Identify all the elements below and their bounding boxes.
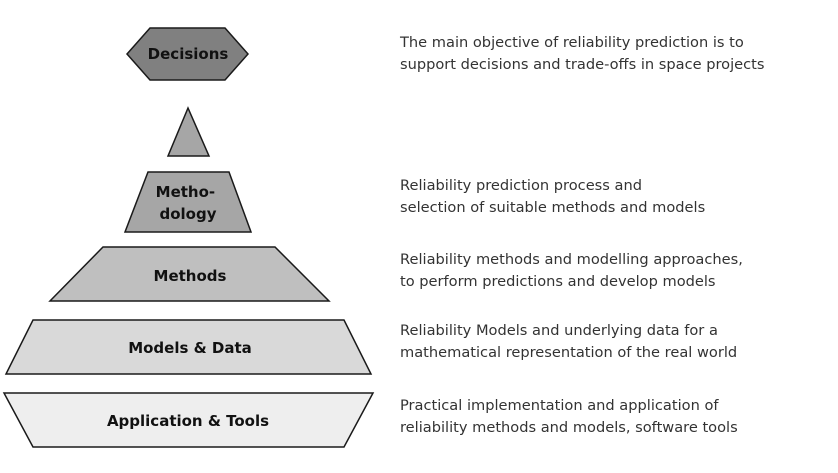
methods-trapezoid — [48, 246, 331, 302]
decisions-description: The main objective of reliability predic… — [400, 32, 832, 76]
models-data-trapezoid — [4, 319, 373, 375]
pyramid-apex-triangle — [166, 106, 211, 157]
models-data-description: Reliability Models and underlying data f… — [400, 320, 832, 364]
methodology-label-line-1: Metho- — [156, 183, 215, 201]
decisions-label: Decisions — [148, 45, 229, 63]
decisions-diamond — [125, 27, 250, 81]
application-tools-description-line-1: Practical implementation and application… — [400, 397, 719, 414]
methods-label: Methods — [154, 267, 227, 285]
methodology-label-line-2: dology — [159, 205, 216, 223]
decisions-description-line-1: The main objective of reliability predic… — [400, 34, 744, 51]
application-tools-description: Practical implementation and application… — [400, 395, 832, 439]
models-data-label: Models & Data — [128, 339, 252, 357]
methods-description-line-1: Reliability methods and modelling approa… — [400, 251, 743, 268]
application-tools-label: Application & Tools — [107, 412, 269, 430]
application-tools-trapezoid — [2, 392, 375, 448]
methods-description: Reliability methods and modelling approa… — [400, 249, 832, 293]
methodology-description: Reliability prediction process and selec… — [400, 175, 832, 219]
application-tools-description-line-2: reliability methods and models, software… — [400, 419, 738, 436]
methodology-description-line-2: selection of suitable methods and models — [400, 199, 706, 216]
models-data-description-line-2: mathematical representation of the real … — [400, 344, 738, 361]
decisions-description-line-2: support decisions and trade-offs in spac… — [400, 56, 765, 73]
methodology-label: Metho- dology — [156, 183, 221, 223]
models-data-description-line-1: Reliability Models and underlying data f… — [400, 322, 718, 339]
methodology-trapezoid — [123, 171, 253, 233]
methods-description-line-2: to perform predictions and develop model… — [400, 273, 716, 290]
methodology-description-line-1: Reliability prediction process and — [400, 177, 642, 194]
